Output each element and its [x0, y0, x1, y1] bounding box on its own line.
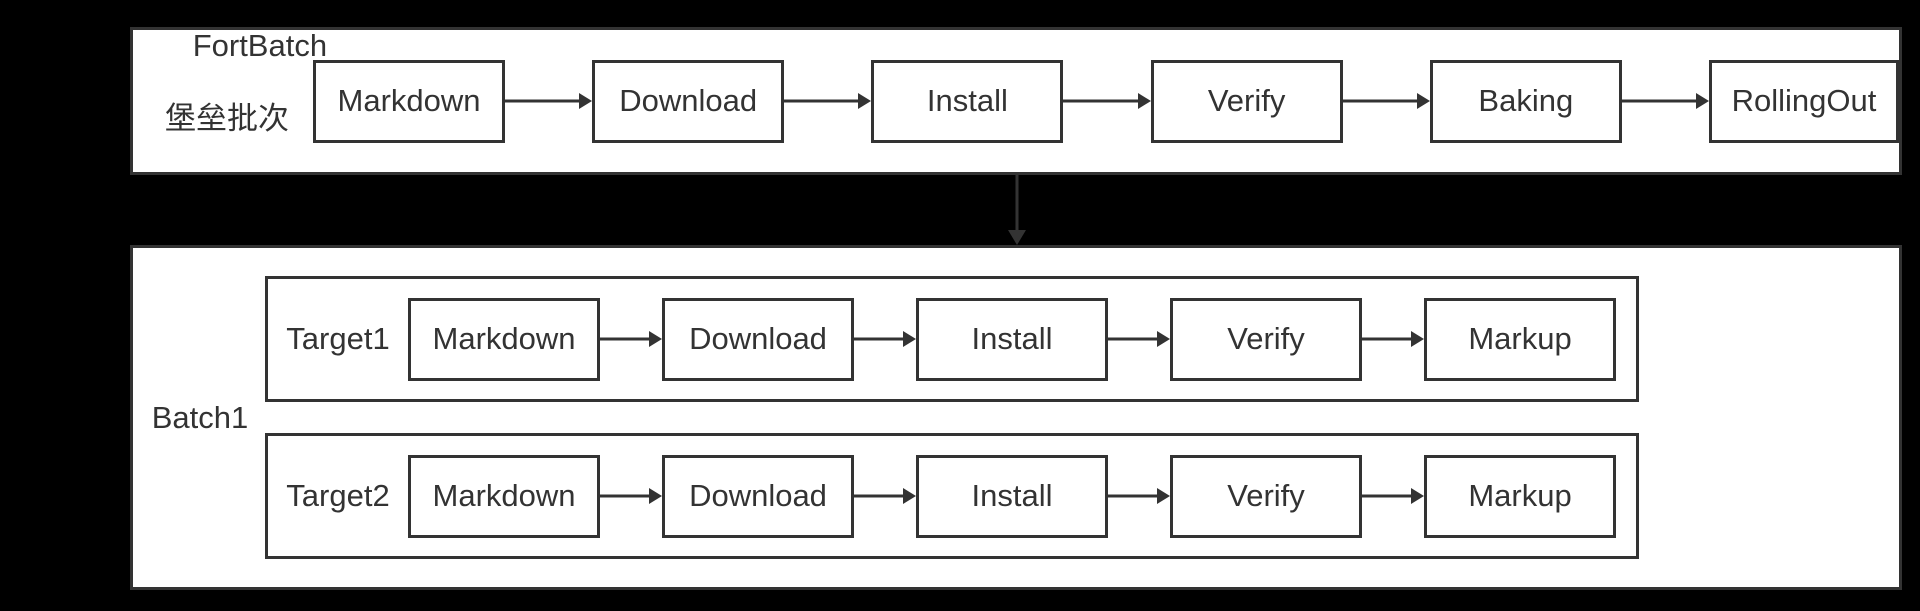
stage-box-install[interactable]: Install: [916, 297, 1108, 381]
targets-wrapper: Target1 Markdown Download Install Verify…: [265, 248, 1899, 587]
target1-pipeline: Markdown Download Install Verify Markup: [408, 297, 1636, 381]
stage-box-install[interactable]: Install: [916, 454, 1108, 538]
fort-batch-label-en: FortBatch: [192, 27, 328, 63]
arrow-icon: [1362, 330, 1424, 348]
fort-batch-label-cn: 堡垒批次: [165, 101, 289, 136]
connector-arrowhead: [1008, 230, 1026, 245]
fort-batch-container: FortBatch 堡垒批次 Markdown Download Install…: [130, 27, 1902, 175]
stage-box-verify[interactable]: Verify: [1150, 59, 1343, 143]
stage-box-baking[interactable]: Baking: [1429, 59, 1622, 143]
batch1-container: Batch1 Target1 Markdown Download Install…: [130, 245, 1902, 590]
arrow-icon: [1622, 92, 1709, 110]
stage-box-download[interactable]: Download: [662, 454, 854, 538]
arrow-icon: [505, 92, 592, 110]
arrow-icon: [600, 330, 662, 348]
connector-line: [1015, 175, 1019, 231]
batch1-label: Batch1: [151, 399, 249, 435]
arrow-icon: [854, 487, 916, 505]
stage-box-markdown[interactable]: Markdown: [408, 297, 600, 381]
target1-label: Target1: [286, 321, 390, 356]
fort-batch-label: FortBatch 堡垒批次: [141, 0, 327, 211]
target-row: Target1 Markdown Download Install Verify…: [265, 276, 1639, 402]
stage-box-install[interactable]: Install: [871, 59, 1064, 143]
stage-box-download[interactable]: Download: [592, 59, 785, 143]
arrow-icon: [1362, 487, 1424, 505]
down-arrow-icon: [1008, 175, 1026, 245]
stage-box-markdown[interactable]: Markdown: [408, 454, 600, 538]
arrow-icon: [1108, 487, 1170, 505]
stage-box-markdown[interactable]: Markdown: [313, 59, 505, 143]
fort-batch-pipeline: Markdown Download Install Verify Baking …: [313, 59, 1900, 143]
arrow-icon: [1108, 330, 1170, 348]
target2-pipeline: Markdown Download Install Verify Markup: [408, 454, 1636, 538]
stage-box-rollingout[interactable]: RollingOut: [1709, 59, 1900, 143]
arrow-icon: [600, 487, 662, 505]
stage-box-verify[interactable]: Verify: [1170, 297, 1362, 381]
target2-label: Target2: [286, 478, 390, 513]
arrow-icon: [854, 330, 916, 348]
arrow-icon: [1063, 92, 1150, 110]
stage-box-verify[interactable]: Verify: [1170, 454, 1362, 538]
stage-box-markup[interactable]: Markup: [1424, 454, 1616, 538]
arrow-icon: [1343, 92, 1430, 110]
stage-box-markup[interactable]: Markup: [1424, 297, 1616, 381]
arrow-icon: [784, 92, 871, 110]
target-row: Target2 Markdown Download Install Verify…: [265, 433, 1639, 559]
stage-box-download[interactable]: Download: [662, 297, 854, 381]
